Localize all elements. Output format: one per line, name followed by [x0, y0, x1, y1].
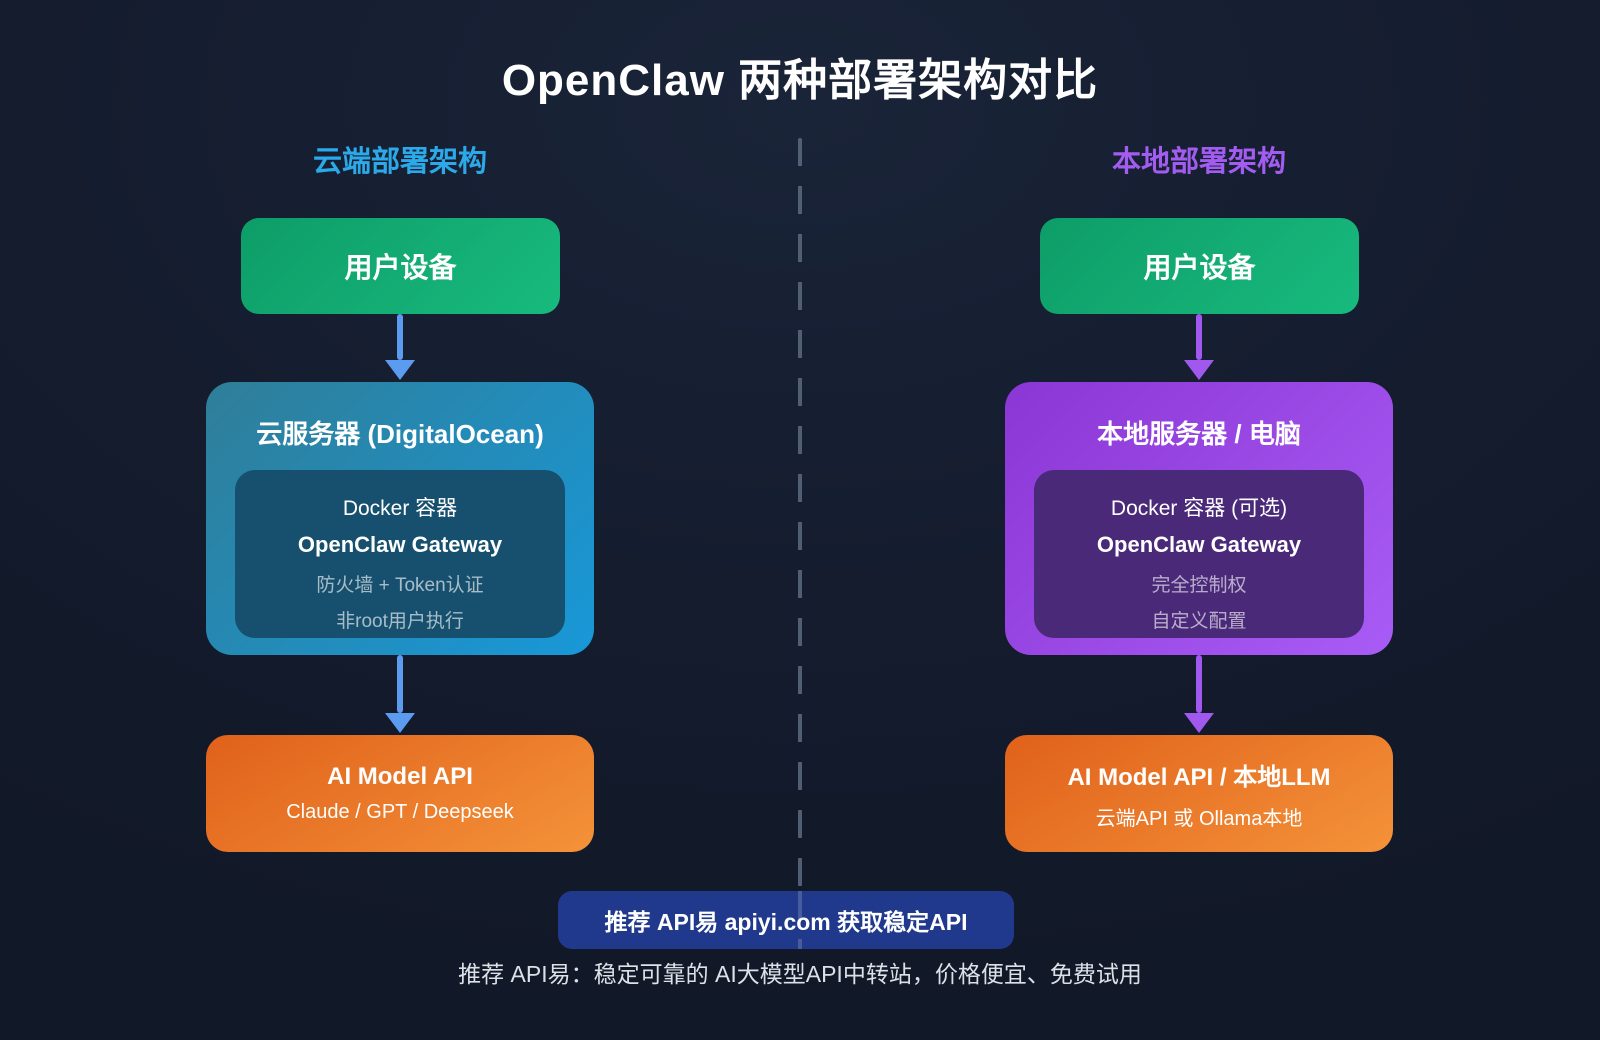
- cloud-column-header: 云端部署架构: [312, 146, 487, 178]
- local-server-node: 本地服务器 / 电脑 Docker 容器 (可选) OpenClaw Gatew…: [1005, 382, 1393, 655]
- cloud-docker-container-node: Docker 容器 OpenClaw Gateway 防火墙 + Token认证…: [235, 470, 565, 638]
- divider-overlay-on-pill: [798, 891, 802, 949]
- local-docker-label: Docker 容器 (可选): [1110, 497, 1288, 520]
- footer-caption: 推荐 API易：稳定可靠的 AI大模型API中转站，价格便宜、免费试用: [458, 961, 1142, 987]
- local-arrow-server-to-api: [1184, 655, 1214, 733]
- cloud-arrow-server-to-api: [385, 655, 415, 733]
- cloud-ai-api-node: AI Model API Claude / GPT / Deepseek: [206, 735, 594, 852]
- arrow-stem: [397, 655, 403, 713]
- column-divider-dashed-line: [798, 138, 802, 946]
- arrow-stem: [397, 314, 403, 360]
- local-user-device-node: 用户设备: [1040, 218, 1359, 314]
- local-user-device-label: 用户设备: [1143, 252, 1256, 283]
- local-server-title: 本地服务器 / 电脑: [1097, 419, 1301, 449]
- cloud-user-device-label: 用户设备: [344, 252, 457, 283]
- cloud-api-subtitle: Claude / GPT / Deepseek: [286, 801, 514, 823]
- local-arrow-device-to-server: [1184, 314, 1214, 380]
- cloud-arrow-device-to-server: [385, 314, 415, 380]
- local-docker-container-node: Docker 容器 (可选) OpenClaw Gateway 完全控制权 自定…: [1034, 470, 1364, 638]
- cloud-user-device-node: 用户设备: [241, 218, 560, 314]
- local-api-title: AI Model API / 本地LLM: [1067, 763, 1331, 791]
- arrow-down-icon: [1184, 360, 1214, 380]
- local-gateway-label: OpenClaw Gateway: [1096, 532, 1302, 557]
- cloud-gateway-label: OpenClaw Gateway: [297, 532, 503, 557]
- cloud-security-note-1: 防火墙 + Token认证: [316, 575, 484, 596]
- page-title: OpenClaw 两种部署架构对比: [501, 56, 1099, 105]
- cloud-server-node: 云服务器 (DigitalOcean) Docker 容器 OpenClaw G…: [206, 382, 594, 655]
- cloud-api-title: AI Model API: [327, 763, 473, 790]
- local-column-header: 本地部署架构: [1111, 146, 1286, 178]
- cloud-security-note-2: 非root用户执行: [336, 611, 464, 632]
- cloud-docker-label: Docker 容器: [342, 497, 458, 520]
- local-api-subtitle: 云端API 或 Ollama本地: [1095, 807, 1303, 830]
- recommendation-pill: 推荐 API易 apiyi.com 获取稳定API: [558, 891, 1014, 949]
- local-ai-api-node: AI Model API / 本地LLM 云端API 或 Ollama本地: [1005, 735, 1393, 852]
- local-control-note-1: 完全控制权: [1151, 575, 1247, 596]
- arrow-stem: [1196, 314, 1202, 360]
- arrow-stem: [1196, 655, 1202, 713]
- recommendation-pill-label: 推荐 API易 apiyi.com 获取稳定API: [604, 909, 968, 935]
- arrow-down-icon: [385, 360, 415, 380]
- cloud-server-title: 云服务器 (DigitalOcean): [256, 419, 544, 449]
- arrow-down-icon: [385, 713, 415, 733]
- local-control-note-2: 自定义配置: [1151, 611, 1247, 632]
- arrow-down-icon: [1184, 713, 1214, 733]
